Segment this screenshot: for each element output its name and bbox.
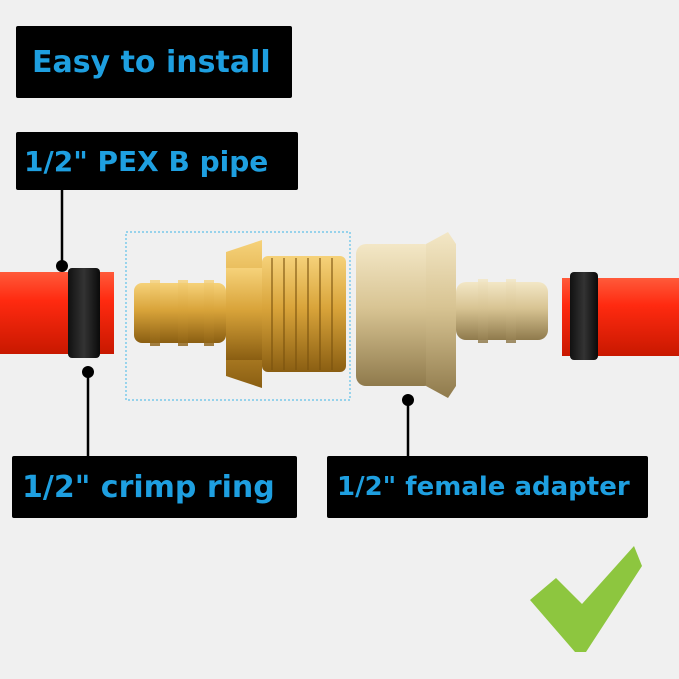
headline-text: Easy to install xyxy=(32,44,271,80)
female-adapter-label: 1/2" female adapter xyxy=(327,456,648,518)
female-adapter-label-text: 1/2" female adapter xyxy=(337,472,630,502)
checkmark-icon xyxy=(530,546,642,652)
pipe-label-text: 1/2" PEX B pipe xyxy=(24,144,269,178)
crimp-ring-label: 1/2" crimp ring xyxy=(12,456,297,518)
crimp-ring-leader xyxy=(82,366,94,458)
headline-label: Easy to install xyxy=(16,26,292,98)
male-adapter-frame xyxy=(125,231,351,401)
right-crimp-ring xyxy=(570,272,598,360)
pipe-label: 1/2" PEX B pipe xyxy=(16,132,298,190)
male-adapter xyxy=(134,240,346,388)
crimp-ring xyxy=(68,268,100,358)
pipe-leader xyxy=(56,190,68,272)
female-adapter xyxy=(356,232,548,398)
female-adapter-leader xyxy=(402,394,414,458)
crimp-ring-label-text: 1/2" crimp ring xyxy=(22,469,275,505)
